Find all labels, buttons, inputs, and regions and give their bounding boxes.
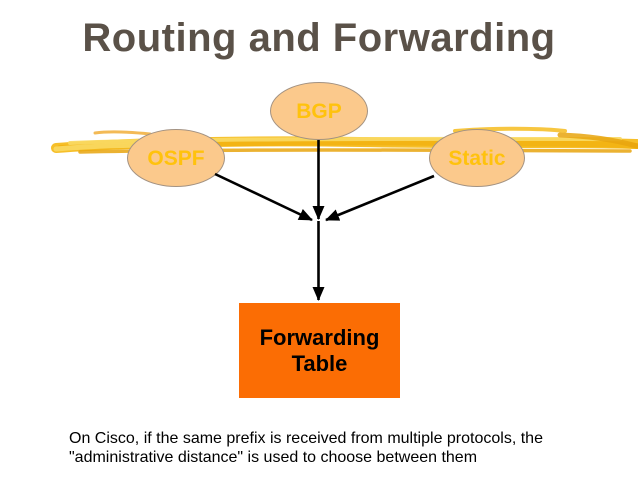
node-static: Static	[429, 129, 525, 187]
forwarding-table-box: Forwarding Table	[239, 303, 400, 398]
forwarding-table-label-line1: Forwarding	[259, 325, 380, 351]
node-static-label: Static	[448, 146, 506, 170]
node-ospf: OSPF	[127, 129, 225, 187]
note-line2: "administrative distance" is used to cho…	[69, 449, 478, 466]
forwarding-table-label-line2: Table	[291, 350, 348, 376]
slide-title: Routing and Forwarding	[82, 16, 556, 60]
note-line1: On Cisco, if the same prefix is received…	[69, 430, 543, 447]
node-bgp-label: BGP	[296, 99, 342, 123]
note-text: On Cisco, if the same prefix is received…	[69, 429, 609, 467]
node-bgp: BGP	[270, 82, 368, 140]
node-ospf-label: OSPF	[147, 146, 205, 170]
